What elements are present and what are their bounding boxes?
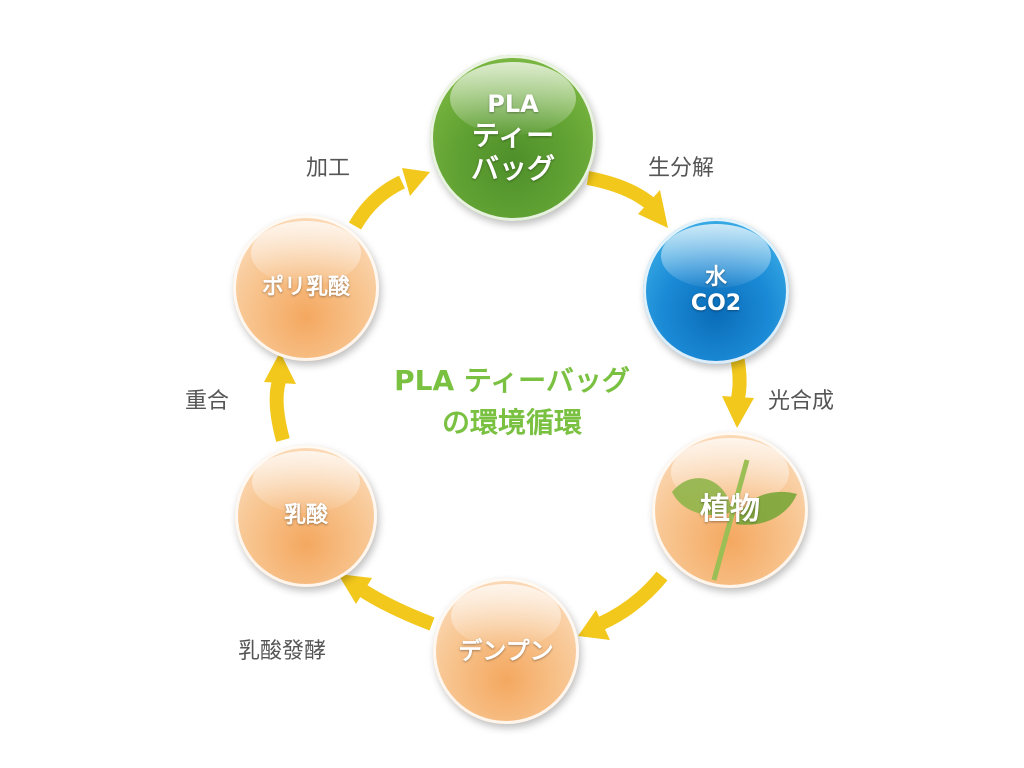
pla-teabag-node: PLA ティー バッグ xyxy=(430,55,596,221)
plant-node: 植物 xyxy=(652,432,808,588)
water-co2-node: 水 CO2 xyxy=(643,218,789,364)
lactic-node-label: 乳酸 xyxy=(283,502,328,528)
edge-label-processing: 加工 xyxy=(306,156,351,181)
starch-node-label: デンプン xyxy=(458,636,554,665)
arrowhead-photosynthesis xyxy=(722,396,754,428)
lactic-acid-node: 乳酸 xyxy=(235,445,377,587)
edge-label-photosynthesis: 光合成 xyxy=(768,389,835,414)
arrow-biodegradation xyxy=(586,171,657,211)
diagram-title-line1: PLA ティーバッグ xyxy=(394,364,630,397)
arrowhead-biodegradation xyxy=(638,190,668,228)
leaf-icon xyxy=(672,459,797,581)
arrow-fermentation xyxy=(358,584,435,631)
edge-label-polymerization: 重合 xyxy=(185,389,230,414)
polylactic-node-label: ポリ乳酸 xyxy=(261,274,350,300)
edge-label-biodegradation: 生分解 xyxy=(648,156,715,181)
water-node-line1: 水 xyxy=(704,264,727,290)
water-node-line2: CO2 xyxy=(690,291,742,316)
starch-node: デンプン xyxy=(433,578,579,724)
pla-node-line2: ティー xyxy=(471,118,555,152)
arrow-starch xyxy=(597,571,668,631)
arrowhead-processing xyxy=(402,168,430,196)
pla-node-line1: PLA xyxy=(487,90,539,118)
arrow-polymerization xyxy=(269,375,290,442)
arrow-processing xyxy=(348,175,406,230)
arrowhead-starch xyxy=(578,610,610,640)
diagram-title-line2: の環境循環 xyxy=(441,406,582,439)
arrowhead-fermentation xyxy=(338,574,372,604)
polylactic-acid-node: ポリ乳酸 xyxy=(233,215,379,361)
plant-node-label: 植物 xyxy=(700,492,760,527)
edge-label-lactic-fermentation: 乳酸發酵 xyxy=(238,639,327,664)
pla-node-line3: バッグ xyxy=(470,152,555,186)
arrowhead-polymerization xyxy=(264,352,296,384)
diagram-title: PLA ティーバッグ の環境循環 xyxy=(362,360,662,444)
